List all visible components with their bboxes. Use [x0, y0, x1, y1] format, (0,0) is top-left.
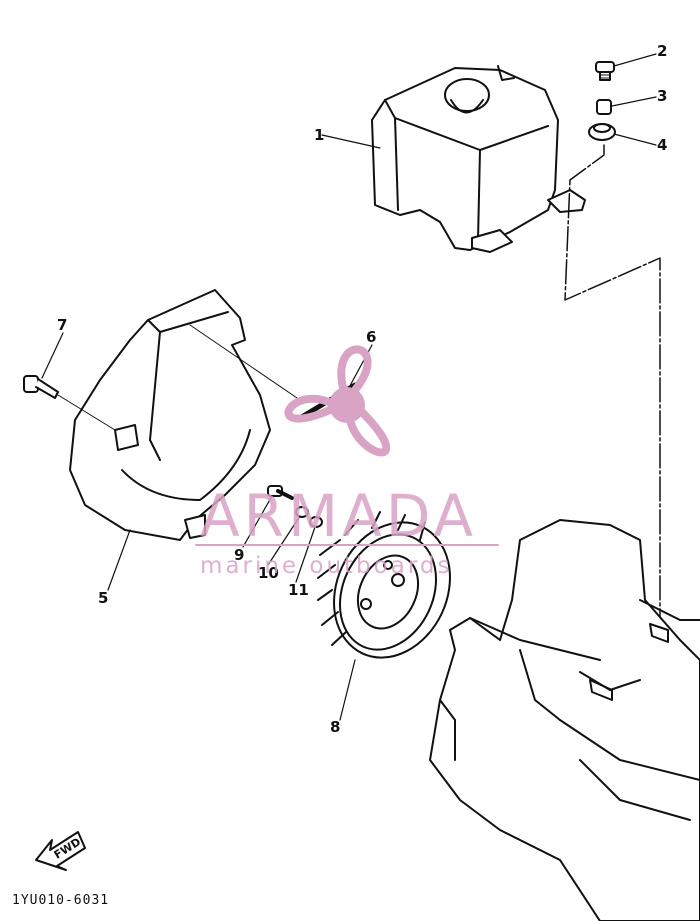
part-8-flywheel	[317, 511, 451, 659]
callout-3: 3	[657, 87, 668, 105]
callout-9: 9	[234, 546, 245, 564]
leader-7	[41, 332, 64, 379]
leader-10	[267, 515, 301, 566]
callout-2: 2	[657, 42, 668, 60]
leader-lines	[41, 53, 657, 721]
part-3-collar	[596, 99, 612, 115]
callout-8: 8	[330, 718, 341, 736]
propeller-logo-icon	[284, 345, 391, 457]
leader-9	[242, 495, 273, 548]
leader-8	[339, 659, 356, 721]
leader-4	[613, 133, 657, 146]
callout-11: 11	[288, 581, 309, 599]
watermark-brand-name: ARMADA	[200, 482, 478, 550]
part-4-grommet	[588, 123, 616, 141]
part-9-screw	[267, 485, 294, 500]
callout-4: 4	[657, 136, 668, 154]
part-11-washer	[309, 516, 323, 528]
callout-10: 10	[258, 564, 279, 582]
callout-6: 6	[366, 328, 377, 346]
part-5-shroud	[69, 289, 271, 541]
callout-7: 7	[57, 316, 68, 334]
part-7-bolt	[23, 375, 116, 431]
part-2-bolt	[595, 61, 615, 81]
assembly-guide-line	[564, 144, 661, 631]
leader-1	[321, 134, 381, 149]
drawing-code: 1YU010-6031	[12, 893, 110, 908]
engine-block	[429, 519, 700, 921]
leader-3	[611, 96, 657, 107]
leader-11	[295, 526, 316, 583]
callout-5: 5	[98, 589, 109, 607]
callout-1: 1	[314, 126, 325, 144]
leader-2	[613, 53, 657, 67]
part-1-cover	[371, 65, 586, 253]
watermark-subtitle: marine outboards	[200, 553, 453, 579]
forward-arrow-icon	[35, 831, 86, 871]
leader-5	[107, 529, 131, 591]
part-10-washer	[295, 506, 309, 518]
